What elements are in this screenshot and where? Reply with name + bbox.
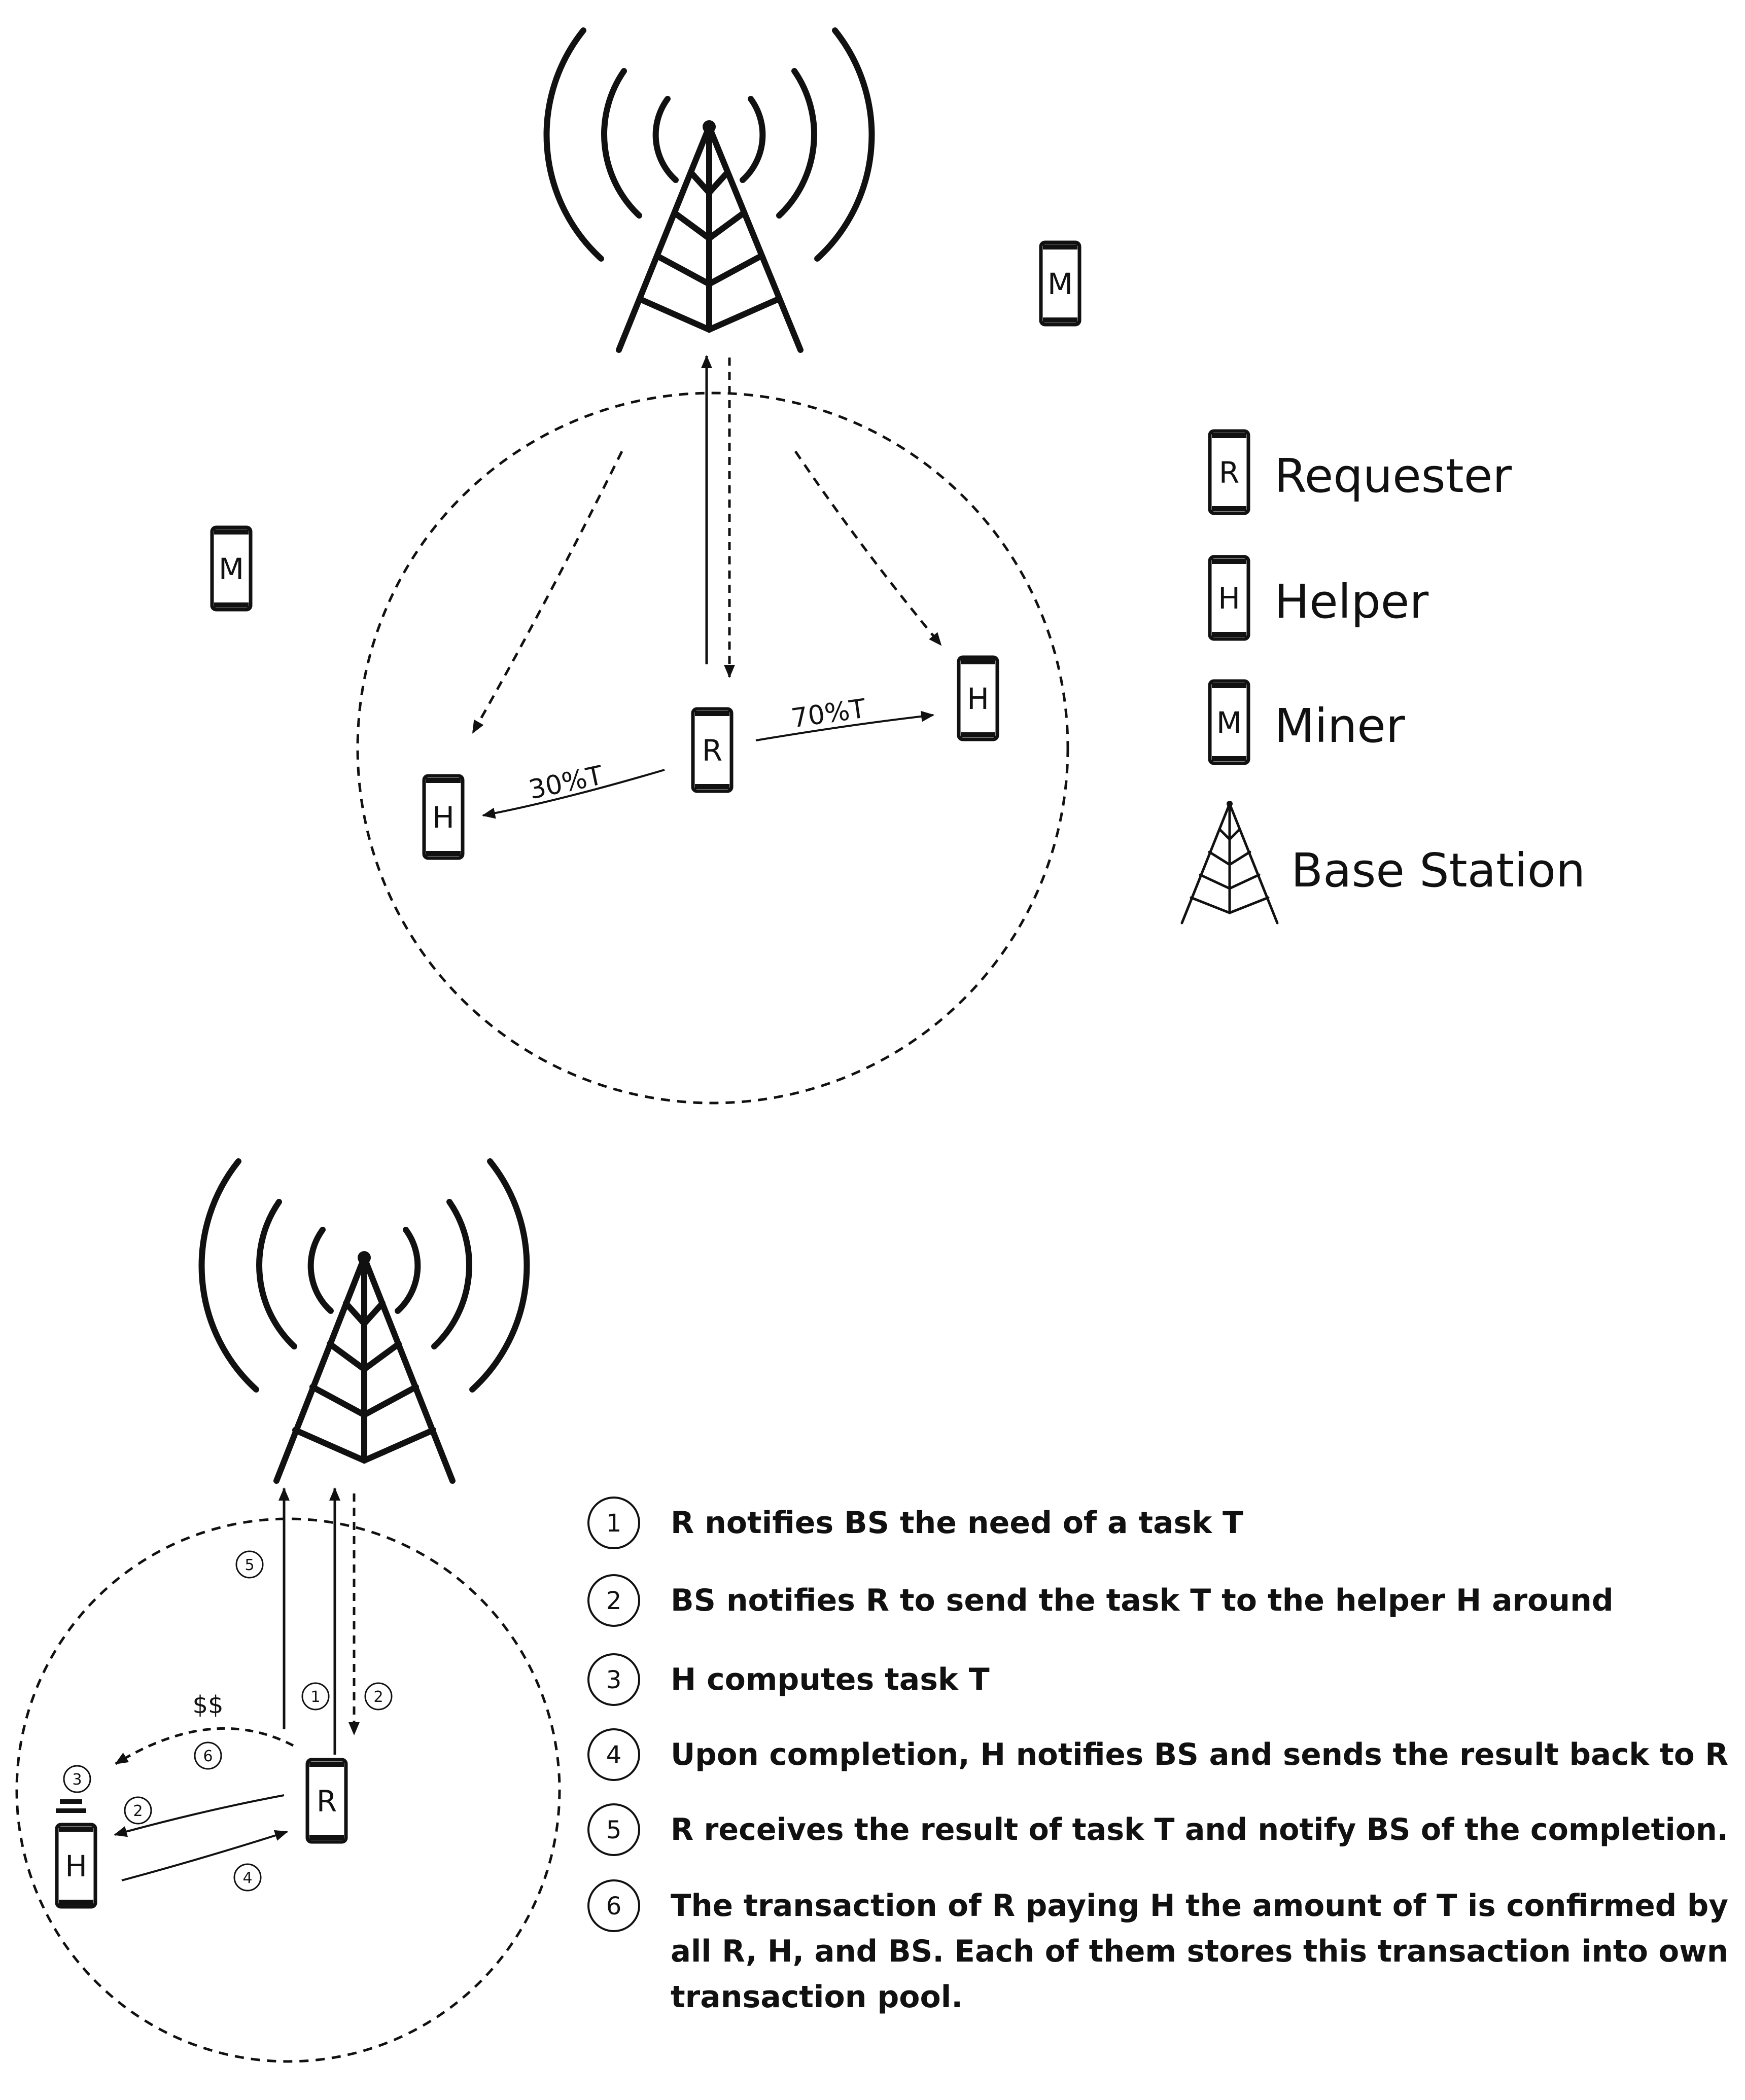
requester-device: R <box>305 1758 348 1844</box>
split-label-left: 30%T <box>526 760 606 805</box>
bs-to-helper-right-arrow <box>794 450 942 646</box>
step-number: 5 <box>606 1816 622 1844</box>
svg-text:2: 2 <box>373 1688 383 1706</box>
coverage-circle-bottom <box>15 1517 561 2063</box>
step-list: 1 R notifies BS the need of a task T 2 B… <box>587 1497 1728 2015</box>
step-number: 3 <box>606 1666 622 1694</box>
helper-right-label: H <box>967 682 989 716</box>
step-badge-6: 6 <box>194 1741 222 1770</box>
step-badge-2-bs: 2 <box>364 1682 393 1711</box>
svg-text:5: 5 <box>245 1556 254 1574</box>
task-split-left-arrow <box>482 769 665 819</box>
computing-indicator-icon <box>56 1799 86 1813</box>
result-return-arrow <box>121 1830 288 1881</box>
payment-label: $$ <box>192 1691 223 1719</box>
legend-glyph-requester: R <box>1219 455 1239 490</box>
legend-label-base-station: Base Station <box>1291 843 1585 898</box>
legend: R Requester H Helper M Miner <box>1180 429 1585 924</box>
step-item-3: 3 H computes task T <box>587 1653 990 1706</box>
step-number: 1 <box>606 1509 622 1538</box>
requester-label: R <box>317 1784 337 1819</box>
legend-glyph-helper: H <box>1218 581 1240 616</box>
legend-label-miner: Miner <box>1274 699 1405 753</box>
base-station-icon <box>198 1158 530 1484</box>
task-send-arrow <box>114 1794 285 1837</box>
step-badge-2-task: 2 <box>124 1796 152 1825</box>
legend-glyph-miner: M <box>1216 705 1242 740</box>
svg-text:6: 6 <box>203 1748 213 1765</box>
requester-device: R <box>691 707 734 793</box>
top-scene: 30%T 70%T R H H M <box>210 27 1081 1105</box>
miner-device-left: M <box>210 525 253 612</box>
step-badge-3: 3 <box>63 1765 91 1793</box>
task-split-right-arrow <box>755 710 934 741</box>
step-text: R receives the result of task T and noti… <box>671 1812 1728 1847</box>
step-item-4: 4 Upon completion, H notifies BS and sen… <box>587 1728 1728 1781</box>
step-text: BS notifies R to send the task T to the … <box>671 1583 1614 1618</box>
helper-device-left: H <box>422 774 465 860</box>
svg-text:3: 3 <box>72 1771 82 1789</box>
step-item-5: 5 R receives the result of task T and no… <box>587 1803 1728 1856</box>
step-item-2: 2 BS notifies R to send the task T to th… <box>587 1574 1614 1627</box>
step-text-line-3: transaction pool. <box>671 1979 963 2015</box>
legend-item-miner: M Miner <box>1208 679 1405 765</box>
miner-device-right: M <box>1039 240 1081 327</box>
step-badge-5: 5 <box>235 1550 264 1579</box>
base-station-icon <box>1180 801 1279 924</box>
split-label-right: 70%T <box>789 694 867 734</box>
legend-item-base-station: Base Station <box>1180 801 1585 924</box>
helper-device: H <box>55 1823 97 1909</box>
step-text: H computes task T <box>671 1662 990 1697</box>
legend-label-requester: Requester <box>1274 449 1512 503</box>
bottom-scene: $$ 5 1 2 6 3 2 4 <box>15 1158 561 2063</box>
helper-left-label: H <box>432 800 455 835</box>
legend-item-helper: H Helper <box>1208 555 1428 641</box>
helper-device-right: H <box>957 655 999 741</box>
step-number: 6 <box>606 1892 622 1920</box>
step-badge-1: 1 <box>301 1682 330 1711</box>
helper-label: H <box>65 1849 87 1883</box>
coverage-circle-top <box>356 391 1069 1105</box>
svg-text:2: 2 <box>133 1802 143 1820</box>
step-badge-4: 4 <box>233 1863 262 1892</box>
svg-text:4: 4 <box>242 1869 252 1887</box>
payment-arrow <box>115 1727 294 1765</box>
step-item-1: 1 R notifies BS the need of a task T <box>587 1497 1243 1549</box>
legend-item-requester: R Requester <box>1208 429 1512 515</box>
step-text-line-1: The transaction of R paying H the amount… <box>671 1888 1728 1924</box>
miner-right-label: M <box>1048 267 1073 301</box>
legend-label-helper: Helper <box>1274 575 1428 629</box>
requester-label: R <box>702 733 722 768</box>
miner-left-label: M <box>219 552 244 586</box>
base-station-icon <box>543 27 875 353</box>
step-item-6: 6 The transaction of R paying H the amou… <box>587 1879 1728 2015</box>
step-text: R notifies BS the need of a task T <box>671 1505 1243 1541</box>
bs-to-helper-left-arrow <box>471 450 623 734</box>
step-number: 2 <box>606 1587 622 1615</box>
step-text: Upon completion, H notifies BS and sends… <box>671 1737 1728 1772</box>
step-text-line-2: all R, H, and BS. Each of them stores th… <box>671 1934 1728 1969</box>
step-number: 4 <box>606 1741 622 1769</box>
svg-text:1: 1 <box>310 1688 320 1706</box>
